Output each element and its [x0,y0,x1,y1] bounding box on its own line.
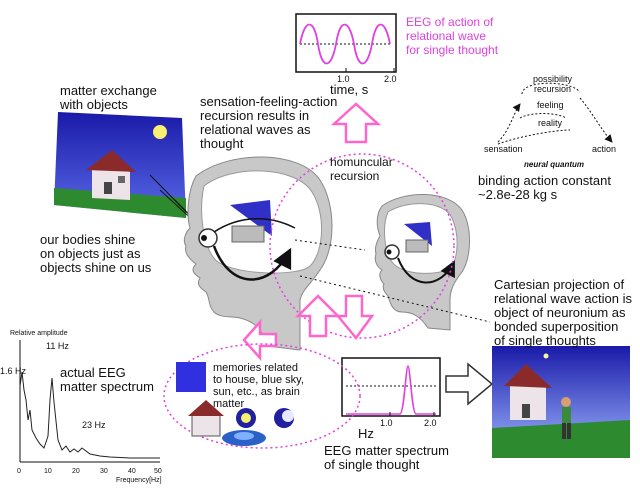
eeg-peak-3: 23 Hz [82,420,106,430]
large-head [183,156,333,351]
house-scene-image [54,112,186,218]
matter-exchange-label: matter exchange with objects [60,83,157,112]
eeg-action-xlabel: time, s [330,82,369,97]
eeg-action-title: EEG of action of relational wave for sin… [406,15,499,57]
nq-sensation: sensation [484,144,523,154]
eeg-action-tick-1: 1.0 [337,74,350,84]
eeg-spectrum-plot [341,357,441,417]
cartesian-label: Cartesian projection of relational wave … [494,277,633,348]
eeg-xtick-40: 40 [128,468,136,475]
spectrum-tick-2: 2.0 [424,418,437,428]
eeg-peak-1: 1.6 Hz [0,366,27,376]
nq-reality: reality [538,118,563,128]
memories-region [163,343,361,449]
projection-arrow [445,362,494,406]
homuncular-circle [269,153,455,339]
neural-quantum-diagram [497,82,613,145]
eeg-xlabel: Frequency[Hz] [116,477,162,484]
projection-line [294,239,366,251]
memories-label: memories related to house, blue sky, sun… [213,362,304,410]
eeg-xtick-30: 30 [100,468,108,475]
small-head [374,194,470,331]
eeg-xtick-10: 10 [44,468,52,475]
nq-possibility: possibility recursion [533,74,573,94]
eeg-peak-2: 11 Hz [46,341,69,351]
nq-feeling: feeling [537,100,564,110]
nq-action: action [592,144,617,154]
eeg-xtick-20: 20 [72,468,80,475]
spectrum-tick-1: 1.0 [380,418,393,428]
eeg-spectrum-label: EEG matter spectrum of single thought [324,443,449,472]
spectrum-xlabel: Hz [358,426,374,441]
binding-constant-label: binding action constant ~2.8e-28 kg s [478,173,611,202]
nq-caption: neural quantum [524,160,585,169]
bodies-shine-label: our bodies shine on objects just as obje… [40,232,152,275]
cartesian-scene-image [492,346,630,458]
homuncular-label: homuncular recursion [330,155,393,183]
memory-blue-sky [176,362,206,392]
eeg-action-plot [295,13,397,73]
real-eeg-chart [19,340,160,463]
actual-eeg-label: actual EEG matter spectrum [60,365,154,394]
eeg-ylabel: Relative amplitude [10,330,68,337]
eeg-xtick-50: 50 [154,468,162,475]
eeg-action-tick-2: 2.0 [384,74,397,84]
pink-arrows [242,102,382,362]
recursion-label: sensation-feeling-action recursion resul… [200,94,338,151]
memory-small-house [188,400,224,437]
eeg-xtick-0: 0 [17,468,21,475]
